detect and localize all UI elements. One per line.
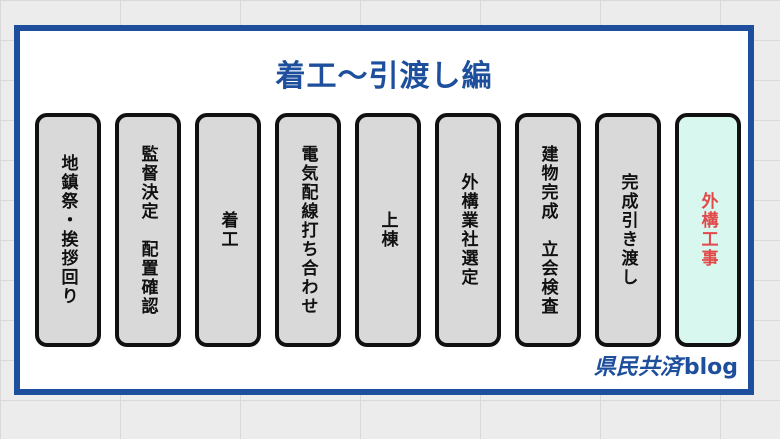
step-label: 外構業社選定 [457,173,478,287]
diagram-frame: 着工〜引渡し編 地鎮祭・挨拶回り 監督決定 配置確認 着工 電気配線打ち合わせ … [14,25,754,395]
step-9-current: 外構工事 [675,113,741,347]
brand-latin: blog [683,355,738,380]
step-8: 完成引き渡し [595,113,661,347]
step-label: 建物完成 立会検査 [537,144,558,316]
step-label: 監督決定 配置確認 [137,144,158,316]
step-4: 電気配線打ち合わせ [275,113,341,347]
brand-kanji: 県民共済 [593,355,682,380]
step-5: 上棟 [355,113,421,347]
step-label: 地鎮祭・挨拶回り [57,154,78,306]
step-3: 着工 [195,113,261,347]
step-label: 外構工事 [697,192,718,268]
brand-logo: 県民共済 blog [594,349,738,381]
step-6: 外構業社選定 [435,113,501,347]
step-7: 建物完成 立会検査 [515,113,581,347]
step-label: 完成引き渡し [617,173,638,287]
step-label: 電気配線打ち合わせ [297,144,318,316]
step-list: 地鎮祭・挨拶回り 監督決定 配置確認 着工 電気配線打ち合わせ 上棟 外構業社選… [35,113,741,347]
step-label: 上棟 [377,211,398,249]
diagram-title: 着工〜引渡し編 [275,59,493,94]
step-label: 着工 [217,211,238,249]
step-2: 監督決定 配置確認 [115,113,181,347]
step-1: 地鎮祭・挨拶回り [35,113,101,347]
